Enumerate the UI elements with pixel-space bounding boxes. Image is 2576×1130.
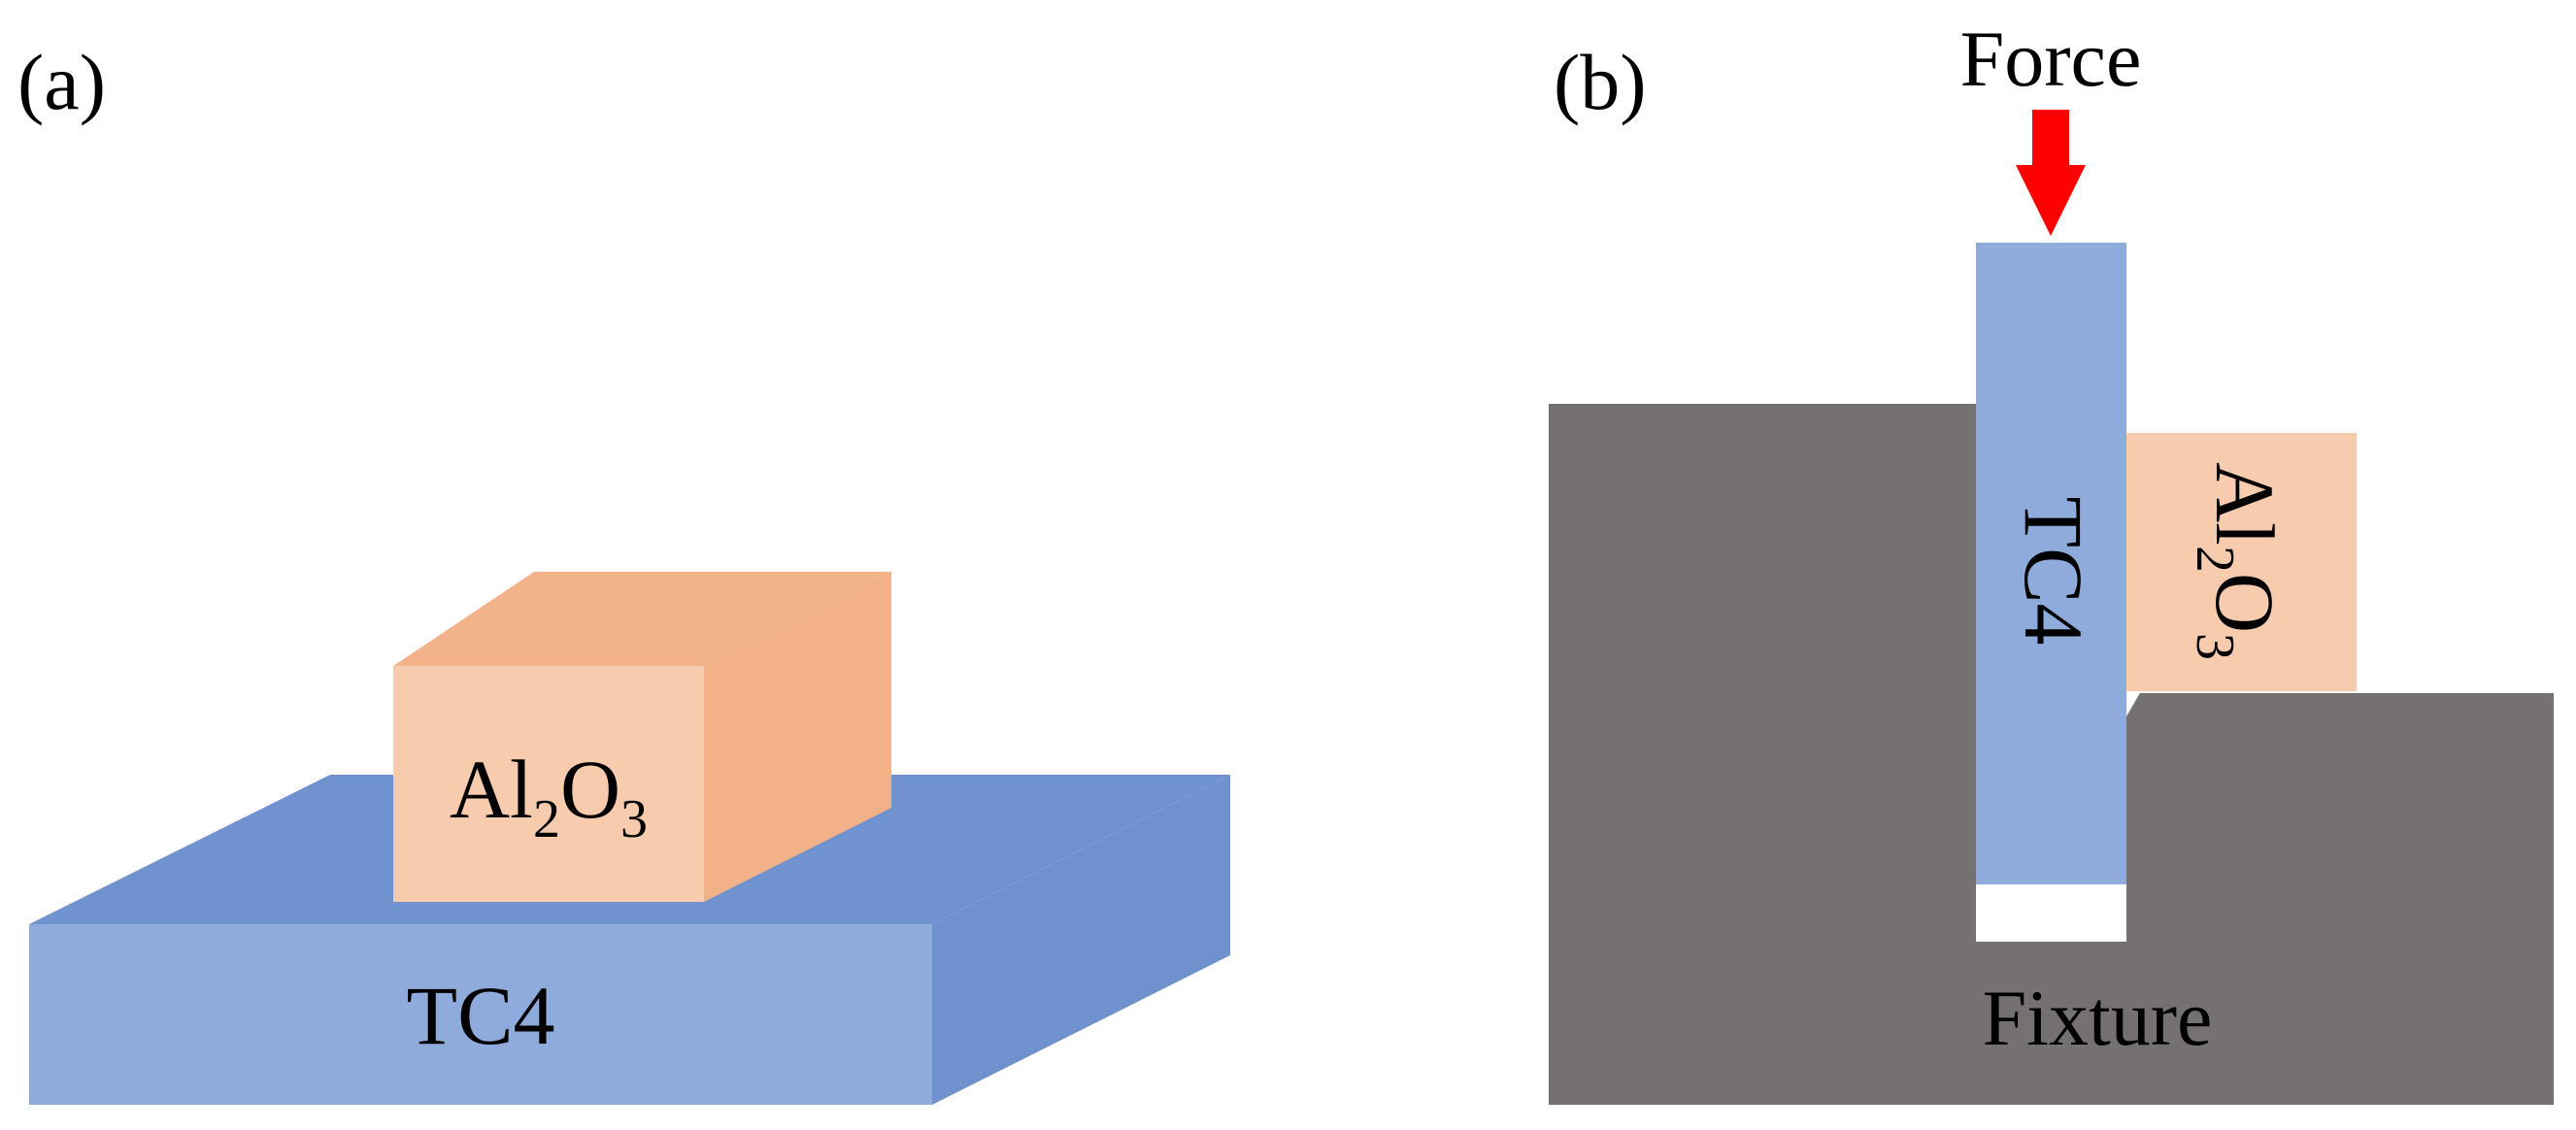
tc4-base-front-face (29, 924, 932, 1105)
al2o3-b-label-al: Al (2198, 462, 2292, 546)
al2o3-b-label-sub-2: 2 (2185, 546, 2245, 573)
panel-a: (a) TC4 Al2O3 (17, 38, 1230, 1105)
panel-b-label: (b) (1554, 38, 1647, 126)
al2o3-specimen-block: Al2O3 (2126, 433, 2357, 691)
al2o3-block-front-face (393, 666, 704, 902)
al2o3-block-side-face (704, 572, 891, 902)
force-label: Force (1960, 15, 2142, 103)
fixture-label: Fixture (1983, 974, 2213, 1062)
al2o3-specimen-label: Al2O3 (2185, 462, 2292, 660)
panel-b: (b) Fixture TC4 Al2O3 Force (1549, 15, 2554, 1105)
fixture-slot-gap (1976, 884, 2126, 942)
panel-a-label: (a) (17, 38, 106, 126)
al2o3-label-sub-2: 2 (533, 789, 560, 849)
tc4-base-side-face (932, 775, 1230, 1105)
al2o3-b-label-sub-3: 3 (2185, 633, 2245, 660)
tc4-base-plate: TC4 (29, 775, 1230, 1105)
force-arrow-icon (2016, 110, 2086, 236)
tc4-specimen-label: TC4 (2007, 497, 2100, 646)
al2o3-specimen-face (2126, 433, 2357, 691)
fixture: Fixture (1549, 404, 2554, 1105)
al2o3-label-al: Al (450, 743, 533, 836)
al2o3-label-sub-3: 3 (620, 789, 648, 849)
tc4-base-label: TC4 (407, 969, 555, 1062)
al2o3-block-top-face (393, 572, 891, 666)
tc4-specimen-bar (1976, 243, 2126, 884)
force-indicator: Force (1960, 15, 2142, 236)
al2o3-label-o: O (560, 743, 620, 836)
tc4-specimen: TC4 (1976, 243, 2126, 884)
fixture-notch (2126, 691, 2141, 716)
fixture-body (1549, 404, 2554, 1105)
al2o3-block: Al2O3 (393, 572, 891, 902)
al2o3-b-label-o: O (2198, 573, 2292, 633)
al2o3-block-label: Al2O3 (450, 743, 648, 849)
